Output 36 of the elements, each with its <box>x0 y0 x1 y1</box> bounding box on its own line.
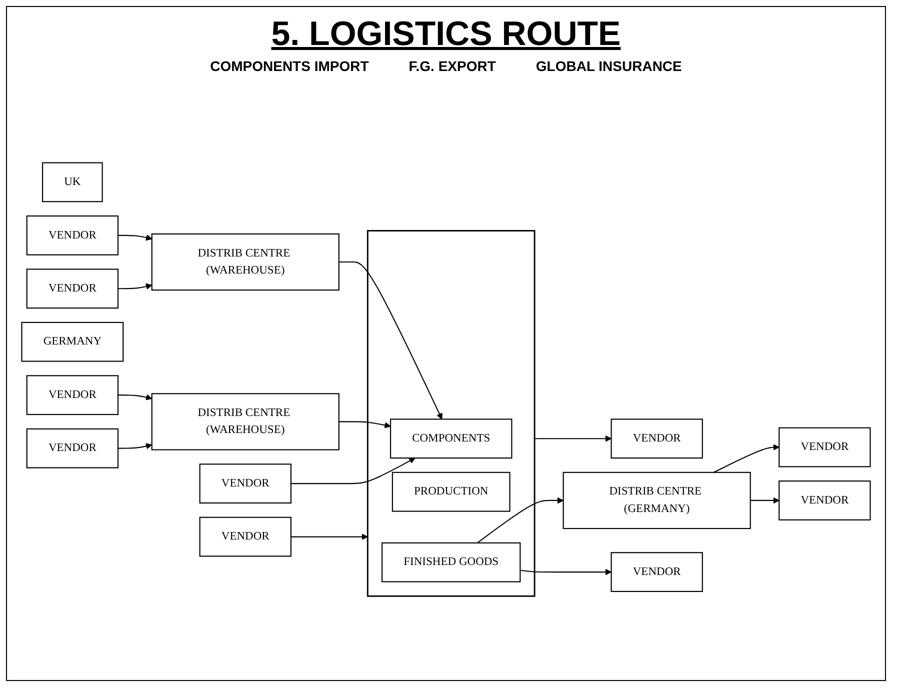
node-box: UK <box>42 162 103 202</box>
node-box: VENDOR <box>199 516 292 556</box>
section-label: GLOBAL INSURANCE <box>536 58 682 74</box>
arrow <box>534 435 612 442</box>
node-box: DISTRIB CENTRE (WAREHOUSE) <box>151 392 340 450</box>
node-box: COMPONENTS <box>390 418 512 458</box>
node-box: VENDOR <box>778 480 871 520</box>
arrow <box>118 234 152 240</box>
arrow <box>290 457 416 484</box>
node-box: VENDOR <box>26 215 119 255</box>
node-box: DISTRIB CENTRE (WAREHOUSE) <box>151 232 340 290</box>
arrow <box>750 496 780 504</box>
node-box: VENDOR <box>26 268 119 308</box>
arrow <box>118 394 152 400</box>
node-box: VENDOR <box>26 374 119 415</box>
node-box: GERMANY <box>21 321 124 362</box>
node-box: FINISHED GOODS <box>382 542 521 582</box>
arrow <box>476 496 564 543</box>
node-box: PRODUCTION <box>392 471 510 512</box>
node-box: DISTRIB CENTRE (GERMANY) <box>562 471 751 529</box>
section-label: COMPONENTS IMPORT <box>210 58 369 74</box>
cluster <box>366 230 536 596</box>
arrow <box>118 442 152 449</box>
node-box: VENDOR <box>610 552 703 592</box>
node-box: VENDOR <box>778 426 871 467</box>
arrow <box>520 568 612 575</box>
arrow <box>338 420 391 428</box>
diagram-title: 5. LOGISTICS ROUTE <box>271 15 621 54</box>
arrow <box>338 261 442 420</box>
arrow <box>290 533 368 540</box>
section-label: F.G. EXPORT <box>408 58 496 74</box>
node-box: VENDOR <box>199 463 292 504</box>
node-box: VENDOR <box>26 428 119 468</box>
arrow <box>118 282 152 290</box>
arrow <box>713 444 780 472</box>
node-box: VENDOR <box>610 418 703 458</box>
